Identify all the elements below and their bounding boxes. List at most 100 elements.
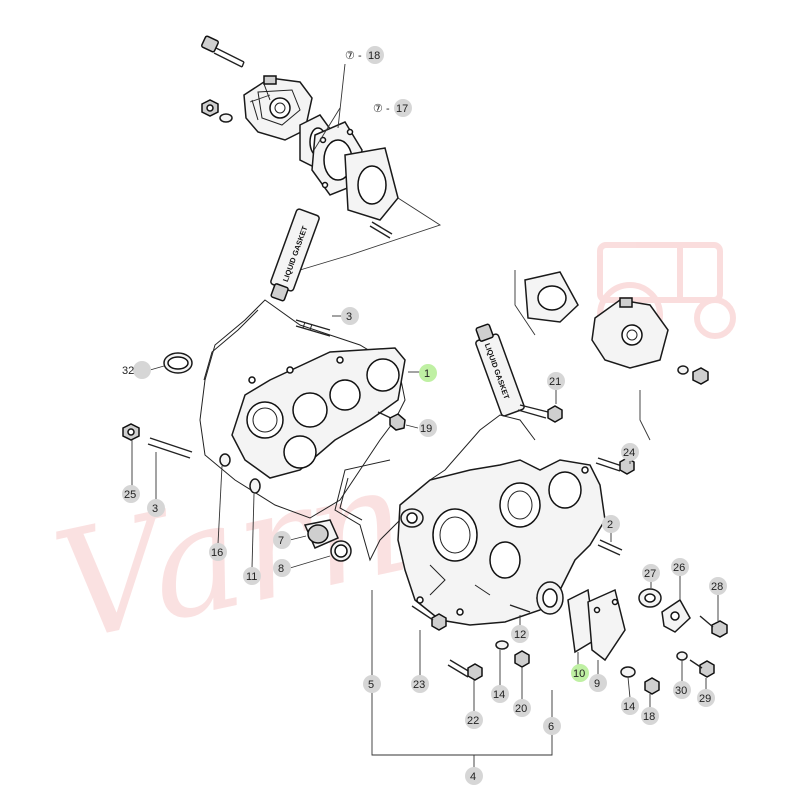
callout-10: 10 (571, 664, 589, 682)
svg-text:22: 22 (467, 715, 479, 727)
svg-text:6: 6 (548, 721, 554, 733)
svg-text:⑦: ⑦ (373, 103, 383, 115)
svg-text:21: 21 (549, 376, 561, 388)
callout-24: 24 (621, 443, 639, 461)
svg-text:10: 10 (573, 668, 585, 680)
callout-4: 4 (465, 767, 483, 785)
oil-seal-7 (303, 519, 339, 549)
bolt-12 (509, 604, 531, 613)
svg-text:17: 17 (396, 103, 408, 115)
callout-20: 20 (513, 699, 531, 717)
callout-27: 27 (642, 564, 660, 582)
callout-3-lower: 3 (147, 499, 165, 517)
svg-text:3: 3 (346, 311, 352, 323)
svg-text:27: 27 (644, 568, 656, 580)
stud-3-lower (147, 437, 193, 459)
washer-14-right (620, 666, 636, 678)
callout-19: 19 (419, 419, 437, 437)
callout-2: 2 (602, 515, 620, 533)
svg-text:8: 8 (278, 563, 284, 575)
svg-text:3: 3 (152, 503, 158, 515)
callout-22: 22 (465, 711, 483, 729)
bolt-19 (377, 411, 406, 431)
liquid-gasket-tube-upper: LIQUID GASKET (270, 208, 320, 302)
bolt-23 (411, 605, 447, 631)
callout-30: 30 (673, 681, 691, 699)
housing-26 (661, 598, 691, 633)
svg-text:5: 5 (368, 679, 374, 691)
callouts: ⑦-18 ⑦-17 3 1 32 19 25 3 16 11 7 8 21 24… (122, 46, 727, 785)
callout-32: 32 (122, 361, 151, 379)
oring-8 (330, 540, 352, 562)
svg-text:7: 7 (278, 535, 284, 547)
seal-cover (536, 581, 564, 615)
washer-14-left (495, 640, 509, 650)
svg-text:⑦: ⑦ (345, 50, 355, 62)
leader-lines (131, 63, 719, 712)
svg-text:32: 32 (122, 365, 134, 377)
top-stud (369, 221, 393, 239)
svg-text:18: 18 (368, 50, 380, 62)
callout-29: 29 (697, 689, 715, 707)
callout-6: 6 (543, 717, 561, 735)
svg-text:28: 28 (711, 581, 723, 593)
svg-text:9: 9 (594, 678, 600, 690)
callout-11: 11 (243, 567, 261, 585)
callout-23: 23 (411, 675, 429, 693)
svg-text:4: 4 (470, 771, 476, 783)
svg-text:12: 12 (514, 629, 526, 641)
bolt-28 (699, 615, 728, 638)
svg-text:18: 18 (643, 711, 655, 723)
svg-text:14: 14 (493, 689, 505, 701)
svg-text:1: 1 (424, 368, 430, 380)
callout-12: 12 (511, 625, 529, 643)
callout-1: 1 (419, 364, 437, 382)
svg-text:-: - (386, 103, 390, 115)
callout-17: ⑦-17 (373, 99, 412, 117)
svg-text:24: 24 (623, 447, 635, 459)
top-gasket-17 (344, 147, 399, 221)
pin-11 (249, 478, 261, 494)
right-pump (591, 297, 669, 369)
cover-plate-9 (587, 588, 626, 662)
svg-text:26: 26 (673, 562, 685, 574)
callout-14-right: 14 (621, 697, 639, 715)
svg-text:20: 20 (515, 703, 527, 715)
gasket-27 (638, 588, 662, 608)
svg-text:19: 19 (420, 423, 432, 435)
washer-30 (676, 651, 688, 661)
svg-text:14: 14 (623, 701, 635, 713)
top-nut (201, 99, 233, 123)
callout-14-left: 14 (491, 685, 509, 703)
callout-5: 5 (363, 675, 381, 693)
liquid-gasket-tube-right: LIQUID GASKET (475, 323, 525, 417)
top-bolt (201, 35, 245, 68)
callout-28: 28 (709, 577, 727, 595)
callout-9: 9 (589, 674, 607, 692)
right-gasket (524, 271, 579, 323)
gasket-plate-1 (231, 347, 406, 479)
callout-16: 16 (209, 543, 227, 561)
svg-text:2: 2 (607, 519, 613, 531)
callout-18-bottom: 18 (641, 707, 659, 725)
stud-2 (597, 539, 623, 556)
nut-25 (122, 423, 140, 441)
svg-text:-: - (358, 50, 362, 62)
bolt-20 (514, 650, 530, 668)
bolt-22 (447, 659, 483, 681)
callout-18-top: ⑦-18 (345, 46, 384, 64)
pin-16 (219, 453, 231, 467)
callout-8: 8 (273, 559, 291, 577)
nut-18 (644, 677, 660, 695)
bolt-29 (689, 659, 715, 678)
stud-3-upper (295, 319, 331, 337)
svg-text:11: 11 (246, 571, 257, 583)
bolt-21 (517, 404, 563, 423)
callout-7: 7 (273, 531, 291, 549)
svg-text:30: 30 (675, 685, 687, 697)
svg-text:29: 29 (699, 693, 711, 705)
svg-text:23: 23 (413, 679, 425, 691)
callout-3-upper: 3 (341, 307, 359, 325)
callout-21: 21 (547, 372, 565, 390)
